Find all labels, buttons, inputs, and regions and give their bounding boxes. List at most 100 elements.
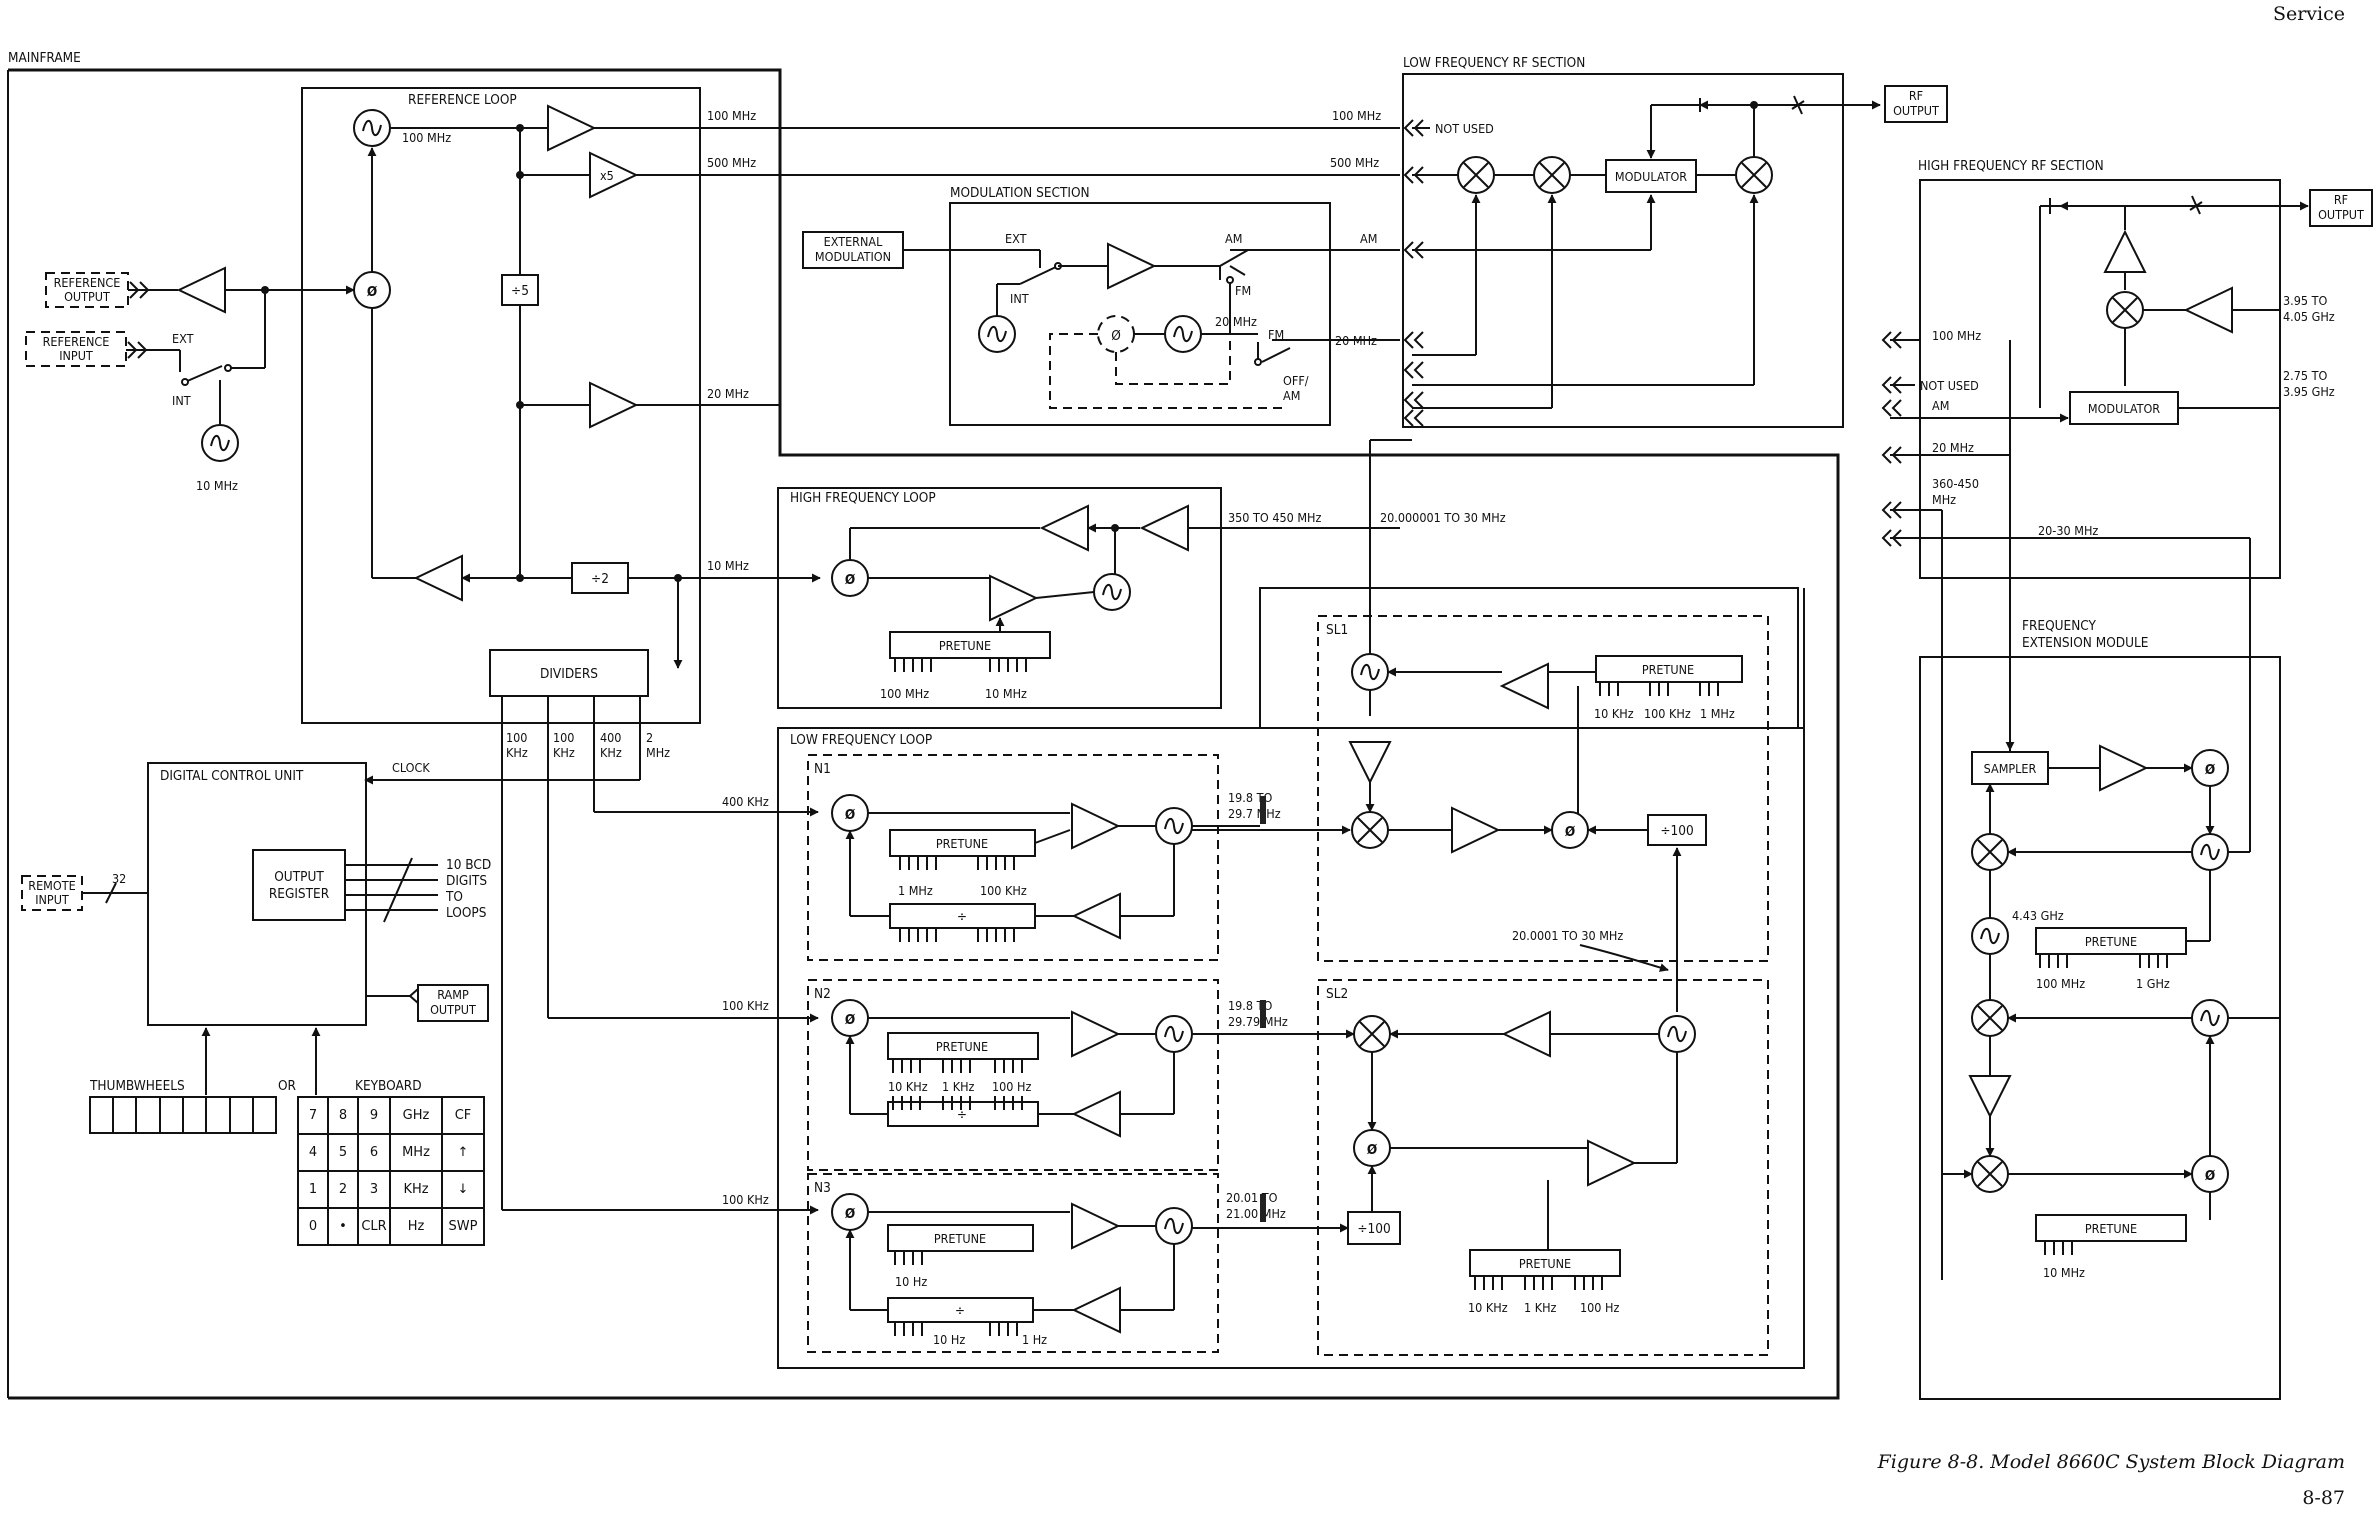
keyboard-key[interactable]: 0 [308, 1219, 318, 1234]
sl1-vco-icon [1351, 653, 1389, 691]
n3-label: N3 [814, 1180, 831, 1196]
keyboard-key[interactable]: ↑ [457, 1145, 469, 1160]
fem-p2: 1 GHz [2136, 976, 2170, 991]
keyboard-key[interactable]: CF [454, 1108, 472, 1123]
front-panel-inputs: THUMBWHEELS OR KEYBOARD [89, 1078, 485, 1246]
sl1-p3: 1 MHz [1700, 706, 1735, 721]
fem-sampler-amp-icon [2099, 745, 2147, 791]
thumbwheels-label: THUMBWHEELS [89, 1078, 185, 1094]
bus-32-label: 32 [112, 871, 126, 886]
hf-rf-out-l1: RF [2334, 192, 2348, 207]
keyboard-key[interactable]: CLR [361, 1219, 387, 1234]
lf-rf-out-l1: RF [1909, 88, 1923, 103]
off-am-l2: AM [1283, 388, 1300, 403]
fem-l2: EXTENSION MODULE [2022, 635, 2148, 651]
div5-label: ÷5 [511, 283, 529, 299]
hf-output-amp-icon [2104, 231, 2146, 273]
hf-return-amp1-icon [1041, 505, 1089, 551]
mod-int-label: INT [1010, 291, 1029, 306]
n3-p1: 10 Hz [895, 1274, 927, 1289]
remote-l1: REMOTE [28, 878, 75, 893]
n3-phase-detector-icon [831, 1193, 869, 1231]
sl2-div100-label: ÷100 [1357, 1221, 1390, 1237]
keyboard-key[interactable]: GHz [402, 1108, 430, 1123]
sl1-return-amp-icon [1501, 663, 1549, 709]
mod-20mhz-label: 20 MHz [1215, 314, 1257, 329]
hf-100mhz-in-label: 100 MHz [1932, 328, 1981, 343]
hf-20mhz-in-label: 20 MHz [1932, 440, 1974, 455]
modulation-section: MODULATION SECTION EXTERNAL MODULATION E… [802, 185, 1400, 426]
sl2-fwd-amp-icon [1587, 1140, 1635, 1186]
hf-lo-amp-icon [2185, 287, 2233, 333]
mod-amp-icon [1107, 243, 1155, 289]
ref-100mhz-out-label: 100 MHz [707, 108, 756, 123]
lf-modulator-label: MODULATOR [1615, 169, 1687, 184]
fem-phase-detector1-icon [2191, 749, 2229, 787]
keyboard-key[interactable]: 8 [338, 1108, 348, 1123]
ref-output-amp-icon [178, 267, 226, 313]
keyboard-key[interactable]: 7 [308, 1108, 318, 1123]
n3-pretune-label: PRETUNE [934, 1231, 986, 1246]
n3-vco-icon [1155, 1207, 1193, 1245]
hf-not-used-label: NOT USED [1920, 378, 1979, 393]
hf-fwd-amp-icon [989, 575, 1037, 621]
keyboard-key[interactable]: 1 [308, 1182, 318, 1197]
keyboard-key[interactable]: MHz [402, 1145, 430, 1160]
sl2-pretune-label: PRETUNE [1519, 1256, 1571, 1271]
keyboard-key[interactable]: ↓ [457, 1182, 469, 1197]
fem-vco2-icon [2191, 999, 2229, 1037]
keyboard-key[interactable]: 5 [338, 1145, 348, 1160]
fem-mixer1-icon [1971, 833, 2009, 871]
div-out1-l1: 100 [506, 730, 527, 745]
keyboard-key[interactable]: • [339, 1219, 347, 1234]
keyboard-key[interactable]: SWP [448, 1219, 478, 1234]
keyboard-key[interactable]: Hz [407, 1219, 425, 1234]
lf-mixer3-icon [1735, 156, 1773, 194]
div-out2-l1: 100 [553, 730, 574, 745]
keyboard-key[interactable]: KHz [403, 1182, 429, 1197]
n1-amp-icon [1071, 803, 1119, 849]
sl1-p1: 10 KHz [1594, 706, 1634, 721]
lf-rf-section: LOW FREQUENCY RF SECTION 100 MHz NOT USE… [1330, 55, 1948, 441]
hf-rf-out-l2: OUTPUT [2318, 207, 2364, 222]
keyboard-label: KEYBOARD [355, 1078, 422, 1094]
keyboard-key[interactable]: 6 [369, 1145, 379, 1160]
sl1-phase-detector-icon [1551, 811, 1589, 849]
lf-loop-label: LOW FREQUENCY LOOP [790, 732, 932, 748]
div-out2-l2: KHz [553, 745, 575, 760]
sl2-phase-detector-icon [1353, 1129, 1391, 1167]
sl2-vco-icon [1658, 1015, 1696, 1053]
sl1-buffer-amp-icon [1349, 741, 1391, 783]
lf-range-label: 20.000001 TO 30 MHz [1380, 510, 1506, 525]
sl2-p1: 10 KHz [1468, 1300, 1508, 1315]
keyboard-key[interactable]: 4 [308, 1145, 318, 1160]
keyboard[interactable] [297, 1096, 485, 1246]
ext-label: EXT [172, 331, 194, 346]
ref-100mhz-amp-icon [547, 105, 595, 151]
div-out3-l1: 400 [600, 730, 621, 745]
keyboard-key[interactable]: 9 [369, 1108, 379, 1123]
keyboard-key[interactable]: 2 [338, 1182, 348, 1197]
hf-20-30-label: 20-30 MHz [2038, 523, 2098, 538]
n3-p2: 10 Hz [933, 1332, 965, 1347]
figure-caption: Figure 8-8. Model 8660C System Block Dia… [1877, 1451, 2345, 1473]
n2-range-l2: 29.79 MHz [1228, 1014, 1288, 1029]
keyboard-key[interactable]: 3 [369, 1182, 379, 1197]
bcd-l2: DIGITS [446, 873, 487, 889]
ref-10mhz-out-label: 10 MHz [707, 558, 749, 573]
high-frequency-loop: HIGH FREQUENCY LOOP PRETUNE 100 MHz 10 M… [777, 487, 1400, 709]
hf-return-amp2-icon [1141, 505, 1189, 551]
dividers-block: DIVIDERS 100 KHz 100 KHz 400 KHz 2 MHz C… [364, 649, 819, 1215]
hf-p1: 100 MHz [880, 686, 929, 701]
hf-360-l2: MHz [1932, 492, 1956, 507]
fem-443-label: 4.43 GHz [2012, 908, 2064, 923]
n3-div-label: ÷ [955, 1303, 965, 1319]
ref-20mhz-out-label: 20 MHz [707, 386, 749, 401]
fem-mixer3-icon [1971, 1155, 2009, 1193]
n1-loop: N1 PRETUNE 1 MHz 100 KHz ÷ 19.8 TO 29.7 … [807, 754, 1351, 961]
n3-amp-icon [1071, 1203, 1119, 1249]
hf-band1-l2: 4.05 GHz [2283, 309, 2335, 324]
thumbwheels[interactable] [89, 1096, 277, 1134]
reference-loop-label: REFERENCE LOOP [408, 92, 517, 108]
lf-rf-label: LOW FREQUENCY RF SECTION [1403, 55, 1585, 71]
